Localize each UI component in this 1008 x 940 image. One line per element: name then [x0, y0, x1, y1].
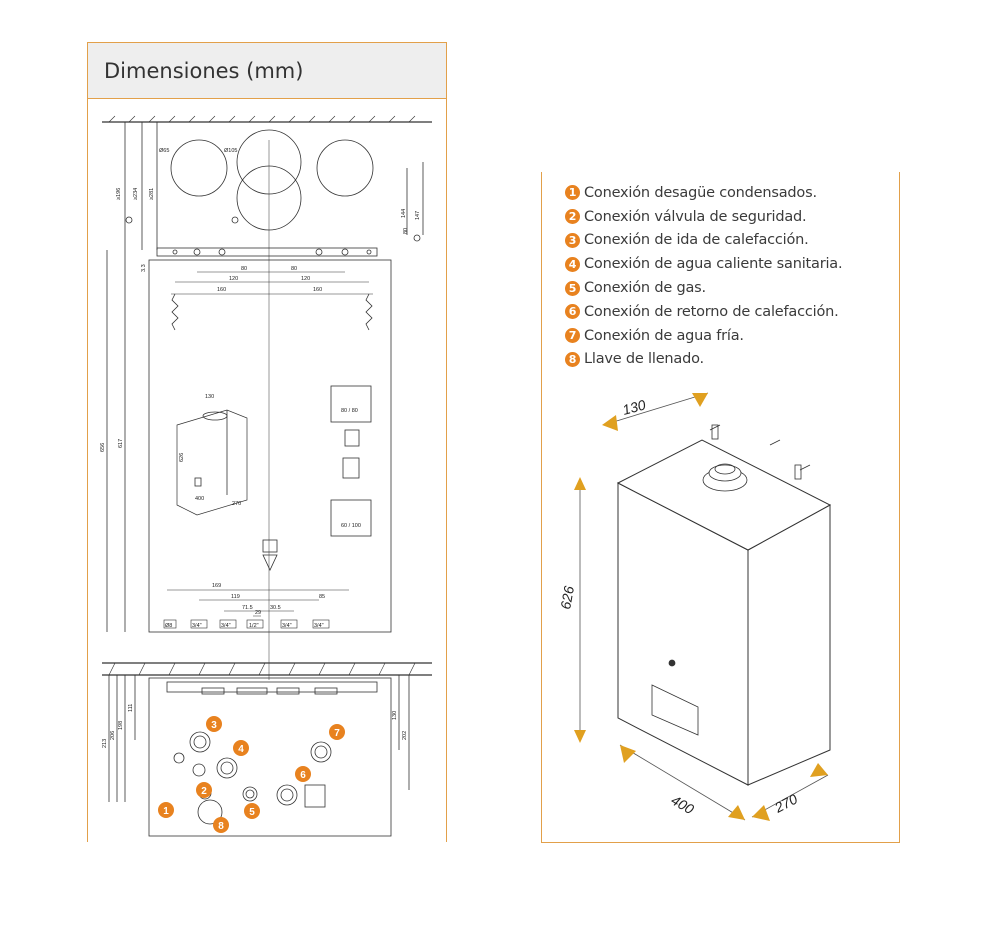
kit2-label: 60 / 100	[341, 523, 361, 529]
svg-text:617: 617	[118, 439, 124, 448]
legend-badge: 3	[565, 232, 580, 248]
legend-text: Conexión de retorno de calefacción.	[584, 303, 839, 320]
svg-text:656: 656	[100, 443, 106, 452]
connection-markers: 3 4 6 7 2 1 5 8	[158, 716, 345, 833]
title-bar: Dimensiones (mm)	[88, 42, 446, 99]
svg-text:Ø105: Ø105	[224, 148, 237, 154]
legend-badge: 8	[565, 351, 580, 367]
mini-boiler-labels: 626 400 270 130	[179, 394, 241, 507]
kit1-label: 80 / 80	[341, 408, 358, 414]
svg-text:3/4": 3/4"	[282, 623, 292, 629]
svg-text:≥196: ≥196	[116, 188, 122, 200]
legend-badge: 5	[565, 280, 580, 296]
svg-text:Ø65: Ø65	[159, 148, 169, 154]
top-dimension-labels: Ø65 Ø105 ≥196 ≥234 ≥281 147 144 80 80 80…	[116, 148, 421, 293]
svg-text:30.5: 30.5	[270, 605, 281, 611]
svg-text:6: 6	[300, 770, 306, 781]
boiler-outline	[148, 259, 392, 633]
svg-text:≥234: ≥234	[133, 188, 139, 200]
iso-top-label: 130	[621, 396, 648, 418]
svg-text:111: 111	[128, 704, 134, 712]
isometric-boiler: 626 400 270 130	[560, 392, 832, 821]
iso-depth-label: 270	[771, 790, 800, 816]
svg-text:213: 213	[102, 739, 108, 748]
svg-text:3/4": 3/4"	[221, 623, 231, 629]
iso-height-label: 626	[560, 585, 577, 611]
svg-text:119: 119	[231, 594, 240, 600]
svg-text:7: 7	[334, 728, 340, 739]
flue-circle-left	[170, 139, 228, 197]
lower-dimension-labels: 111 198 206 213 130 202	[102, 704, 408, 748]
legend-badge: 2	[565, 209, 580, 225]
legend-text: Conexión de gas.	[584, 280, 706, 297]
svg-text:147: 147	[415, 211, 421, 220]
svg-text:626: 626	[179, 453, 185, 462]
svg-text:4: 4	[238, 744, 244, 755]
svg-text:3.3: 3.3	[141, 264, 147, 272]
svg-text:5: 5	[249, 807, 255, 818]
svg-text:206: 206	[110, 731, 116, 740]
svg-text:144: 144	[401, 209, 407, 218]
svg-text:169: 169	[212, 583, 221, 589]
technical-drawing: Ø65 Ø105 ≥196 ≥234 ≥281 147 144 80 80 80…	[100, 115, 432, 837]
svg-text:198: 198	[118, 721, 124, 730]
svg-text:130: 130	[392, 711, 398, 720]
svg-text:80: 80	[403, 228, 409, 234]
iso-width-label: 400	[669, 792, 697, 818]
legend-text: Conexión válvula de seguridad.	[584, 208, 807, 225]
dimensions-panel: Dimensiones (mm)	[87, 42, 447, 842]
svg-text:130: 130	[205, 394, 214, 400]
legend-text: Llave de llenado.	[584, 351, 704, 368]
svg-text:85: 85	[319, 594, 325, 600]
svg-text:1: 1	[163, 806, 169, 817]
bottom-dimension-labels: 169 119 85 71.5 30.5 29	[212, 583, 325, 616]
svg-text:71.5: 71.5	[242, 605, 253, 611]
legend-text: Conexión de agua caliente sanitaria.	[584, 256, 843, 273]
svg-text:≥281: ≥281	[149, 188, 155, 200]
svg-text:8: 8	[218, 821, 224, 832]
legend-panel	[541, 172, 900, 843]
legend-text: Conexión de ida de calefacción.	[584, 232, 809, 249]
legend-badge: 4	[565, 256, 580, 272]
svg-text:3/4": 3/4"	[192, 623, 202, 629]
svg-text:3: 3	[211, 720, 217, 731]
svg-text:29: 29	[255, 610, 261, 616]
svg-text:120: 120	[301, 276, 310, 282]
legend-text: Conexión desagüe condensados.	[584, 184, 817, 201]
svg-text:3/4": 3/4"	[314, 623, 324, 629]
panel-title: Dimensiones (mm)	[104, 59, 304, 83]
svg-text:120: 120	[229, 276, 238, 282]
svg-text:Ø8: Ø8	[165, 623, 172, 629]
legend-badge: 7	[565, 328, 580, 344]
flue-circle-right	[316, 139, 374, 197]
legend-badge: 6	[565, 304, 580, 320]
side-dimension-labels: 617 656	[100, 439, 124, 452]
svg-text:2: 2	[201, 786, 207, 797]
svg-text:80: 80	[291, 266, 297, 272]
svg-text:202: 202	[402, 731, 408, 740]
pipe-labels: Ø8 3/4" 3/4" 1/2" 3/4" 3/4"	[165, 623, 324, 629]
svg-text:80: 80	[241, 266, 247, 272]
svg-text:160: 160	[313, 287, 322, 293]
legend-text: Conexión de agua fría.	[584, 327, 744, 344]
svg-text:160: 160	[217, 287, 226, 293]
svg-text:1/2": 1/2"	[249, 623, 259, 629]
svg-text:270: 270	[232, 501, 241, 507]
legend-badge: 1	[565, 185, 580, 201]
boiler-bottom-outline	[148, 677, 392, 837]
svg-text:400: 400	[195, 496, 204, 502]
